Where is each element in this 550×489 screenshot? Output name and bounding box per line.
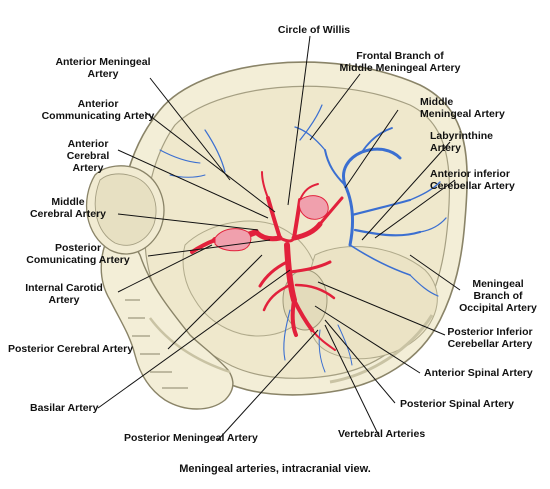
label-vertebral: Vertebral Arteries xyxy=(338,428,426,440)
label-internal-carotid: Internal Carotid Artery xyxy=(25,282,103,306)
label-posterior-meningeal: Posterior Meningeal Artery xyxy=(124,432,258,444)
label-posterior-inferior-cerebellar: Posterior Inferior Cerebellar Artery xyxy=(447,326,533,350)
label-basilar: Basilar Artery xyxy=(30,402,99,414)
label-meningeal-branch-occipital: Meningeal Branch of Occipital Artery xyxy=(459,278,537,314)
leader-lines xyxy=(97,35,461,441)
meningeal-vessels xyxy=(159,104,447,373)
label-anterior-inferior-cerebellar: Anterior inferior Cerebellar Artery xyxy=(430,168,515,192)
pituitary-shape xyxy=(298,195,329,220)
label-anterior-meningeal: Anterior Meningeal Artery xyxy=(55,56,151,80)
label-circle-of-willis: Circle of Willis xyxy=(277,24,351,36)
label-labyrinthine: Labyrinthine Artery xyxy=(430,130,494,154)
label-posterior-communicating: Posterior Comunicating Artery xyxy=(26,242,130,266)
figure-caption: Meningeal arteries, intracranial view. xyxy=(179,463,371,475)
label-middle-meningeal: Middle Meningeal Artery xyxy=(420,96,505,120)
label-posterior-spinal: Posterior Spinal Artery xyxy=(400,398,514,410)
label-anterior-spinal: Anterior Spinal Artery xyxy=(424,367,533,379)
label-posterior-cerebral: Posterior Cerebral Artery xyxy=(8,343,134,355)
label-frontal-branch: Frontal Branch of Middle Meningeal Arter… xyxy=(339,50,461,74)
label-middle-cerebral: Middle Cerebral Artery xyxy=(29,196,107,220)
label-anterior-cerebral: Anterior Cerebral Artery xyxy=(66,138,110,174)
label-anterior-communicating: Anterior Communicating Artery xyxy=(41,98,155,122)
internal-carotid-shape xyxy=(214,228,252,252)
